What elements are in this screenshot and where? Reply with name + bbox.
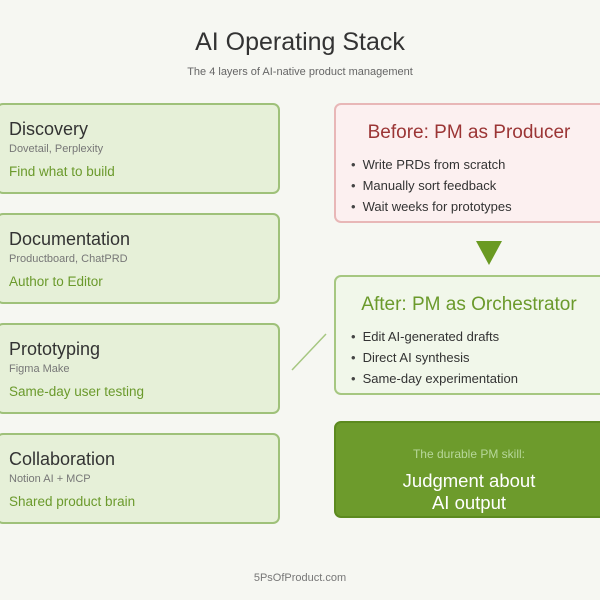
- after-title: After: PM as Orchestrator: [361, 294, 577, 315]
- before-bullet-list: • Write PRDs from scratch • Manually sort …: [351, 154, 512, 217]
- layer-name: Discovery: [9, 119, 89, 139]
- page-subtitle: The 4 layers of AI-native product manage…: [187, 66, 413, 78]
- bullet-icon: •: [351, 199, 356, 214]
- list-item: • Same-day experimentation: [351, 368, 518, 389]
- before-card: Before: PM as Producer • Write PRDs from …: [334, 103, 600, 223]
- footer-credit: 5PsOfProduct.com: [253, 572, 347, 584]
- bullet-text: Write PRDs from scratch: [362, 157, 506, 172]
- bullet-icon: •: [351, 329, 356, 344]
- layer-name: Collaboration: [9, 449, 116, 469]
- bullet-text: Edit AI-generated drafts: [362, 329, 500, 344]
- bullet-text: Wait weeks for prototypes: [362, 199, 512, 214]
- bullet-icon: •: [351, 157, 356, 172]
- skill-line-2: AI output: [431, 492, 507, 513]
- layer-tools: Dovetail, Perplexity: [9, 143, 104, 155]
- bullet-icon: •: [351, 178, 356, 193]
- layer-tools: Productboard, ChatPRD: [9, 253, 128, 265]
- layer-goal: Same-day user testing: [9, 384, 145, 399]
- bullet-icon: •: [351, 371, 356, 386]
- bullet-text: Direct AI synthesis: [362, 350, 470, 365]
- layer-goal: Find what to build: [9, 164, 115, 179]
- layer-goal: Author to Editor: [9, 274, 103, 289]
- bullet-icon: •: [351, 350, 356, 365]
- layer-card-collaboration: Collaboration Notion AI + MCP Shared pro…: [0, 433, 280, 524]
- layer-tools: Notion AI + MCP: [9, 473, 91, 485]
- list-item: • Write PRDs from scratch: [351, 154, 512, 175]
- layer-card-discovery: Discovery Dovetail, Perplexity Find what…: [0, 103, 280, 194]
- list-item: • Wait weeks for prototypes: [351, 196, 512, 217]
- skill-statement: Judgment about AI output: [336, 470, 600, 514]
- list-item: • Manually sort feedback: [351, 175, 512, 196]
- durable-skill-card: The durable PM skill: Judgment about AI …: [334, 421, 600, 518]
- down-arrow-icon: [476, 241, 502, 265]
- skill-label: The durable PM skill:: [412, 447, 526, 461]
- list-item: • Direct AI synthesis: [351, 347, 518, 368]
- bullet-text: Manually sort feedback: [362, 178, 497, 193]
- list-item: • Edit AI-generated drafts: [351, 326, 518, 347]
- layer-tools: Figma Make: [9, 363, 70, 375]
- layer-card-prototyping: Prototyping Figma Make Same-day user tes…: [0, 323, 280, 414]
- page-title: AI Operating Stack: [195, 28, 405, 56]
- layer-card-documentation: Documentation Productboard, ChatPRD Auth…: [0, 213, 280, 304]
- before-title: Before: PM as Producer: [367, 122, 571, 143]
- layer-name: Prototyping: [9, 339, 101, 359]
- after-bullet-list: • Edit AI-generated drafts • Direct AI syn…: [351, 326, 518, 389]
- skill-line-1: Judgment about: [402, 470, 536, 491]
- bullet-text: Same-day experimentation: [362, 371, 518, 386]
- after-card: After: PM as Orchestrator • Edit AI-gener…: [334, 275, 600, 395]
- layer-goal: Shared product brain: [9, 494, 136, 509]
- layer-name: Documentation: [9, 229, 131, 249]
